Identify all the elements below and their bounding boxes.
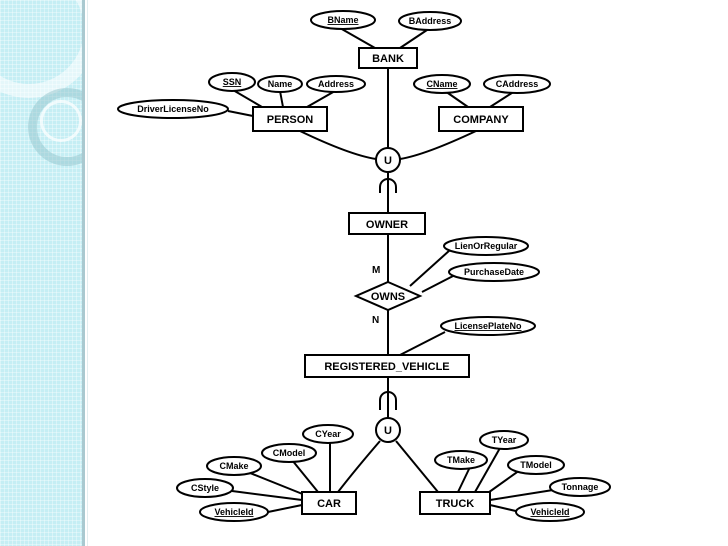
entity-owner-label: OWNER <box>366 219 408 231</box>
attribute-caddress-label: CAddress <box>496 79 539 89</box>
attribute-address: Address <box>306 75 366 93</box>
entity-truck-label: TRUCK <box>436 498 475 510</box>
decorative-ring <box>40 100 82 142</box>
attribute-cmodel-label: CModel <box>273 448 306 458</box>
attribute-tonnage: Tonnage <box>549 477 611 497</box>
entity-person-label: PERSON <box>267 114 314 126</box>
attribute-purchase-date-label: PurchaseDate <box>464 267 524 277</box>
attribute-cname-label: CName <box>426 79 457 89</box>
attribute-truck-vehicle-id: VehicleId <box>515 502 585 522</box>
attribute-tyear-label: TYear <box>492 435 517 445</box>
vehicle-union-circle: U <box>375 417 401 443</box>
attribute-cyear-label: CYear <box>315 429 341 439</box>
attribute-tmake-label: TMake <box>447 455 475 465</box>
owner-union-label: U <box>384 155 392 167</box>
entity-bank-label: BANK <box>372 53 404 65</box>
attribute-cmodel: CModel <box>261 443 317 463</box>
entity-company: COMPANY <box>438 106 524 132</box>
attribute-cname: CName <box>413 74 471 94</box>
attribute-license-plate-no: LicensePlateNo <box>440 316 536 336</box>
connector-lines <box>227 27 554 513</box>
attribute-cmake-label: CMake <box>219 461 248 471</box>
entity-truck: TRUCK <box>419 491 491 515</box>
attribute-cmake: CMake <box>206 456 262 476</box>
entity-owner: OWNER <box>348 212 426 235</box>
attribute-cyear: CYear <box>302 424 354 444</box>
attribute-bname-label: BName <box>327 15 358 25</box>
attribute-license-plate-no-label: LicensePlateNo <box>454 321 522 331</box>
attribute-purchase-date: PurchaseDate <box>448 262 540 282</box>
sidebar-divider <box>82 0 85 546</box>
cardinality-m: M <box>372 265 380 276</box>
relationship-owns: OWNS <box>353 280 423 312</box>
attribute-caddress: CAddress <box>483 74 551 94</box>
attribute-tonnage-label: Tonnage <box>562 482 599 492</box>
decorative-sidebar-band <box>0 0 82 546</box>
cardinality-n: N <box>372 315 379 326</box>
attribute-ssn: SSN <box>208 72 256 92</box>
attribute-tmodel-label: TModel <box>520 460 552 470</box>
entity-person: PERSON <box>252 106 328 132</box>
attribute-car-vehicle-id: VehicleId <box>199 502 269 522</box>
attribute-driver-license-no: DriverLicenseNo <box>117 99 229 119</box>
attribute-ssn-label: SSN <box>223 77 242 87</box>
entity-bank: BANK <box>358 47 418 69</box>
attribute-tyear: TYear <box>479 430 529 450</box>
attribute-baddress-label: BAddress <box>409 16 452 26</box>
attribute-lien-or-regular: LienOrRegular <box>443 236 529 256</box>
attribute-name-label: Name <box>268 79 293 89</box>
entity-registered-vehicle-label: REGISTERED_VEHICLE <box>324 361 449 373</box>
attribute-cstyle-label: CStyle <box>191 483 219 493</box>
owner-union-circle: U <box>375 147 401 173</box>
entity-registered-vehicle: REGISTERED_VEHICLE <box>304 354 470 378</box>
attribute-lien-or-regular-label: LienOrRegular <box>455 241 518 251</box>
relationship-owns-label: OWNS <box>371 291 405 303</box>
vehicle-union-label: U <box>384 425 392 437</box>
sidebar-divider <box>87 0 88 546</box>
attribute-driver-license-no-label: DriverLicenseNo <box>137 104 209 114</box>
attribute-bname: BName <box>310 10 376 30</box>
entity-company-label: COMPANY <box>453 114 509 126</box>
entity-car-label: CAR <box>317 498 341 510</box>
attribute-tmodel: TModel <box>507 455 565 475</box>
attribute-tmake: TMake <box>434 450 488 470</box>
attribute-cstyle: CStyle <box>176 478 234 498</box>
attribute-truck-vehicle-id-label: VehicleId <box>530 507 569 517</box>
attribute-address-label: Address <box>318 79 354 89</box>
entity-car: CAR <box>301 491 357 515</box>
attribute-name: Name <box>257 75 303 93</box>
attribute-baddress: BAddress <box>398 11 462 31</box>
decorative-ring <box>28 88 82 166</box>
attribute-car-vehicle-id-label: VehicleId <box>214 507 253 517</box>
